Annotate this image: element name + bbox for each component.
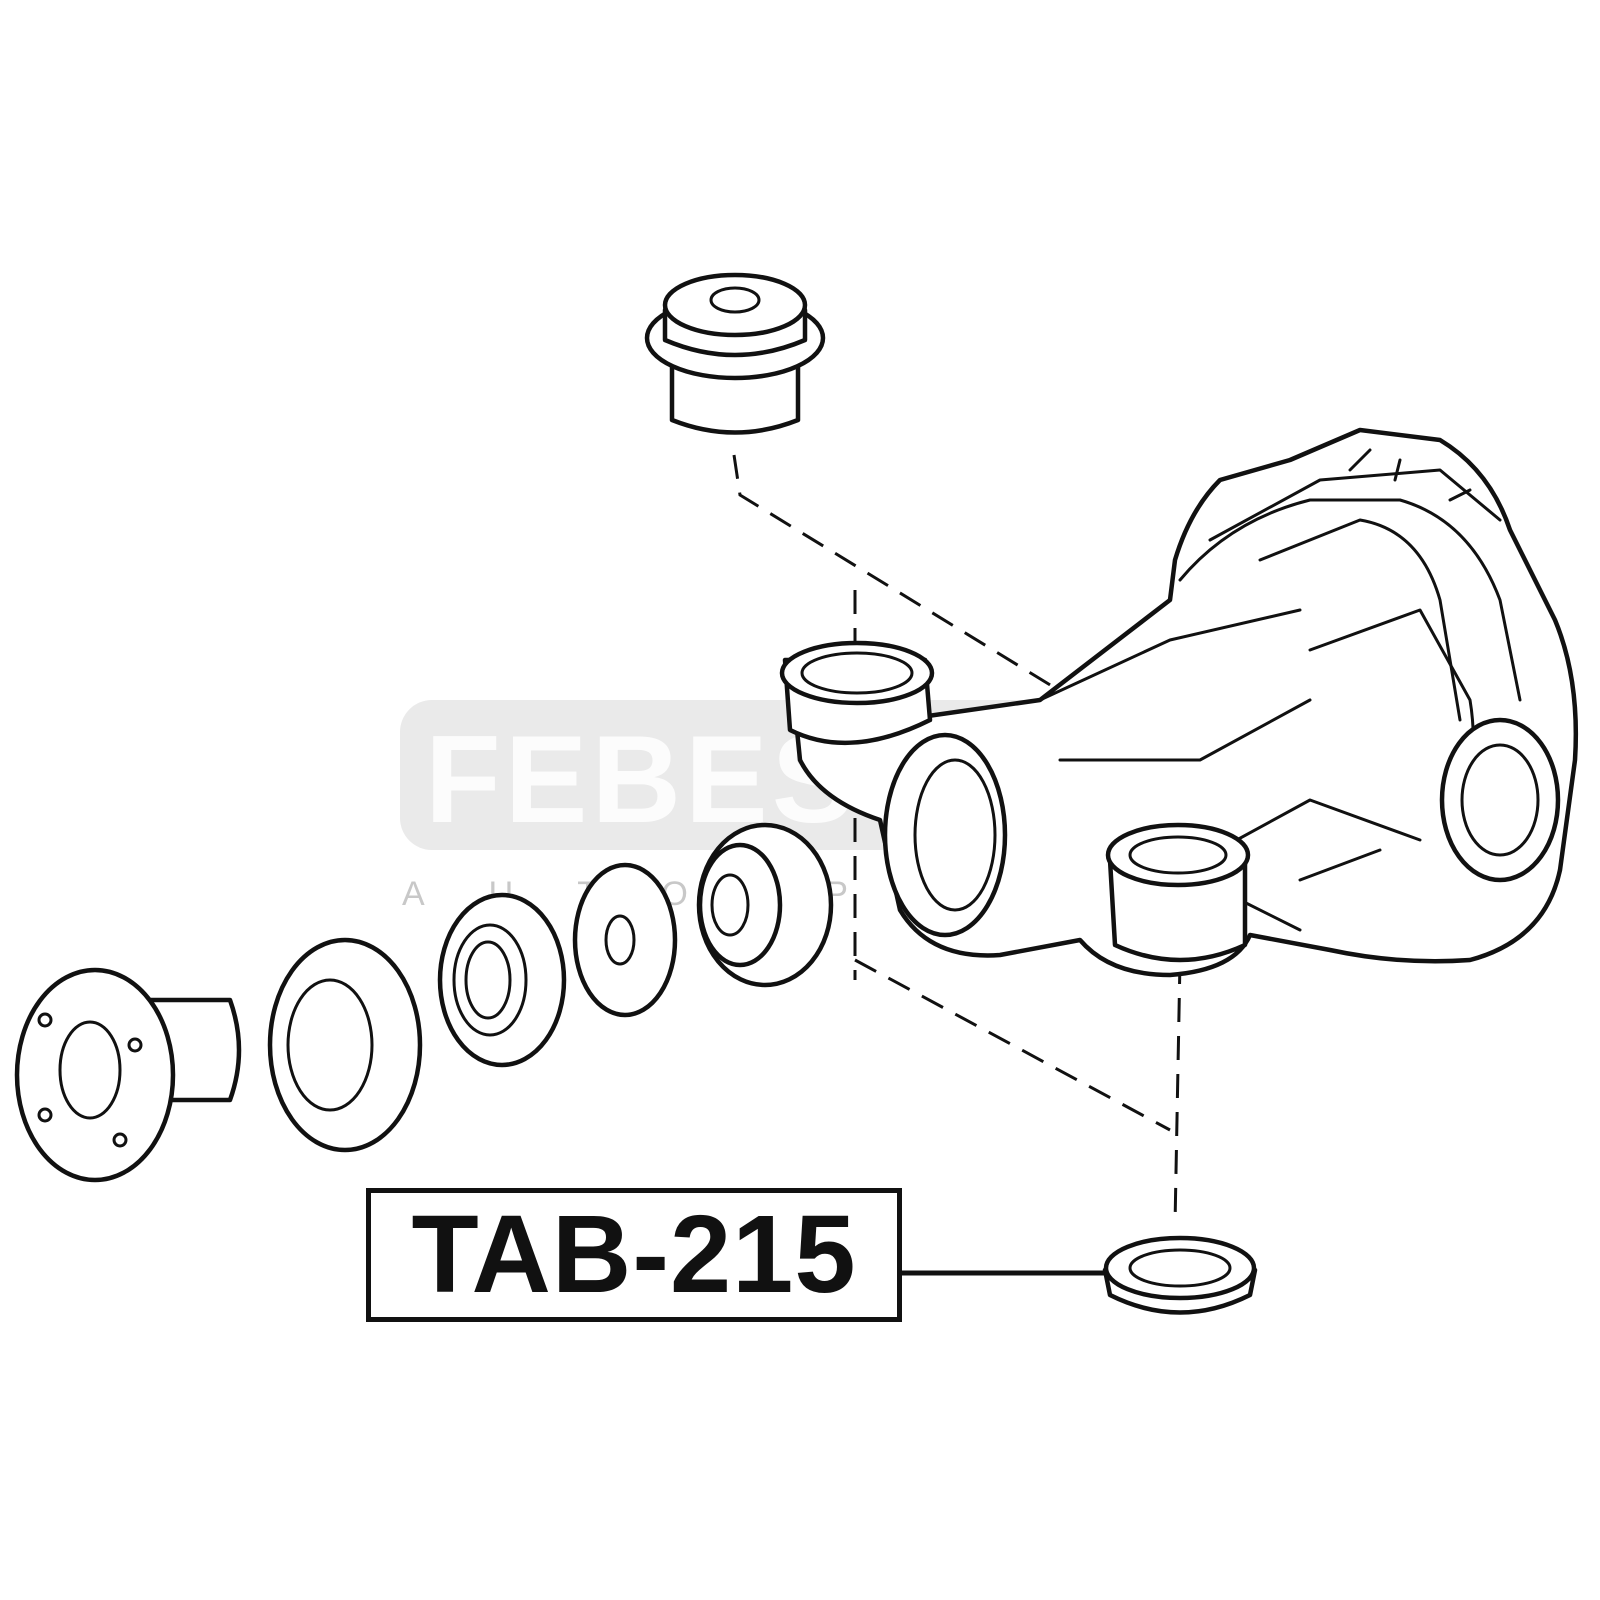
pinion-spacer xyxy=(572,862,678,1018)
oil-seal xyxy=(437,892,567,1068)
dust-deflector xyxy=(267,937,423,1153)
part-number-label: TAB-215 xyxy=(411,1193,857,1316)
differential-carrier xyxy=(779,427,1579,978)
lower-mount-bushing xyxy=(1102,1235,1258,1315)
pinion-bearing xyxy=(696,822,834,988)
upper-mount-bushing xyxy=(644,272,826,435)
companion-flange xyxy=(14,967,242,1183)
part-number-callout: TAB-215 xyxy=(366,1188,902,1322)
